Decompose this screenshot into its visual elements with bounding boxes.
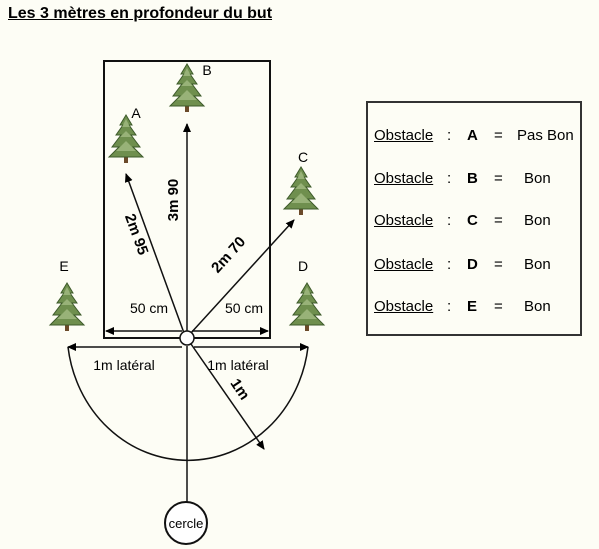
legend-result: Bon <box>524 298 551 315</box>
legend-obstacle-label: Obstacle <box>374 127 434 144</box>
legend-equals: = <box>494 127 503 144</box>
tree-icon-c <box>283 166 319 216</box>
legend-letter: E <box>467 298 478 315</box>
legend-letter: C <box>467 212 478 229</box>
measure-to-c: 2m 70 <box>208 233 249 276</box>
tree-label-b: B <box>202 62 211 78</box>
lateral-arc <box>67 346 309 462</box>
tree-label-c: C <box>298 149 308 165</box>
legend-equals: = <box>494 256 503 273</box>
cercle-label: cercle <box>169 516 204 531</box>
legend-result: Pas Bon <box>517 127 574 144</box>
legend-letter: D <box>467 256 478 273</box>
arrow-to-c <box>189 219 295 335</box>
legend-result: Bon <box>524 170 551 187</box>
legend-obstacle-label: Obstacle <box>374 170 434 187</box>
legend-box: Obstacle : A = Pas Bon Obstacle : B = Bo… <box>366 101 582 336</box>
legend-colon: : <box>447 212 452 229</box>
tree-icon-a <box>108 114 144 164</box>
center-point <box>179 330 195 346</box>
legend-colon: : <box>447 256 452 273</box>
legend-obstacle-label: Obstacle <box>374 256 434 273</box>
legend-letter: B <box>467 170 478 187</box>
page-title: Les 3 mètres en profondeur du but <box>8 5 273 22</box>
legend-row-c: Obstacle : C = Bon <box>374 212 580 232</box>
half-label-right: 50 cm <box>225 300 263 316</box>
tree-label-d: D <box>298 258 308 274</box>
legend-obstacle-label: Obstacle <box>374 298 434 315</box>
tree-label-e: E <box>59 258 68 274</box>
legend-equals: = <box>494 298 503 315</box>
arrow-diag-down <box>190 343 265 450</box>
legend-colon: : <box>447 298 452 315</box>
legend-row-e: Obstacle : E = Bon <box>374 298 580 318</box>
legend-colon: : <box>447 127 452 144</box>
legend-letter: A <box>467 127 478 144</box>
cercle-circle <box>164 501 208 545</box>
measure-to-b: 3m 90 <box>165 179 182 222</box>
tree-icon-d <box>289 282 325 332</box>
legend-colon: : <box>447 170 452 187</box>
legend-row-b: Obstacle : B = Bon <box>374 170 580 190</box>
legend-equals: = <box>494 212 503 229</box>
tree-icon-b <box>169 63 205 113</box>
lateral-label-left: 1m latéral <box>93 357 154 373</box>
arrow-to-a <box>124 173 185 334</box>
legend-row-a: Obstacle : A = Pas Bon <box>374 127 580 147</box>
half-label-left: 50 cm <box>130 300 168 316</box>
legend-equals: = <box>494 170 503 187</box>
lateral-label-right: 1m latéral <box>207 357 268 373</box>
legend-result: Bon <box>524 212 551 229</box>
legend-result: Bon <box>524 256 551 273</box>
measure-diag-down: 1m <box>227 376 253 403</box>
legend-obstacle-label: Obstacle <box>374 212 434 229</box>
tree-label-a: A <box>131 105 141 121</box>
measure-to-a: 2m 95 <box>121 212 152 258</box>
tree-icon-e <box>49 282 85 332</box>
legend-row-d: Obstacle : D = Bon <box>374 256 580 276</box>
